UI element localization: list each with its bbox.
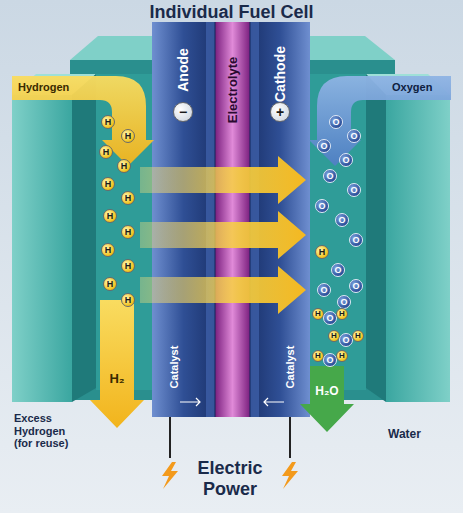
hydrogen-atom: H xyxy=(103,209,117,223)
anode-label: Anode xyxy=(175,48,191,92)
atom-letter: H xyxy=(125,194,132,203)
oxygen-atom: O xyxy=(317,283,331,297)
atom-letter: O xyxy=(352,282,359,291)
atom-letter: O xyxy=(318,202,325,211)
water-oxygen: O xyxy=(339,333,353,347)
electrolyte-label: Electrolyte xyxy=(225,57,240,123)
oxygen-atom: O xyxy=(331,263,345,277)
water-hydrogen: H xyxy=(352,330,364,342)
water-hydrogen: H xyxy=(336,308,348,320)
atom-letter: O xyxy=(320,142,327,151)
atom-letter: O xyxy=(350,186,357,195)
atom-letter: O xyxy=(334,266,341,275)
water-outlet-label: H₂O xyxy=(310,385,344,399)
atom-letter: O xyxy=(326,356,333,365)
atom-letter: O xyxy=(350,132,357,141)
oxygen-atom: O xyxy=(335,213,349,227)
terminal-sign: + xyxy=(270,102,290,122)
oxygen-atom: O xyxy=(339,153,353,167)
hydrogen-atom: H xyxy=(101,177,115,191)
hydrogen-atom: H xyxy=(121,293,135,307)
atom-letter: H xyxy=(105,180,112,189)
hydrogen-ion: H xyxy=(315,245,329,259)
atom-letter: H xyxy=(105,246,112,255)
hydrogen-atom: H xyxy=(99,145,113,159)
water-oxygen: O xyxy=(323,353,337,367)
water-label: Water xyxy=(388,428,421,442)
oxygen-atom: O xyxy=(315,199,329,213)
electrolyte-layer: Electrolyte xyxy=(215,22,250,417)
atom-letter: O xyxy=(326,314,333,323)
atom-letter: H xyxy=(339,310,345,318)
atom-letter: O xyxy=(326,172,333,181)
water-oxygen: O xyxy=(323,311,337,325)
hydrogen-outlet-label: H₂ xyxy=(100,372,134,387)
hydrogen-atom: H xyxy=(117,159,131,173)
atom-letter: O xyxy=(342,336,349,345)
diagram-title: Individual Fuel Cell xyxy=(0,2,463,23)
atom-letter: H xyxy=(125,296,132,305)
oxygen-atom: O xyxy=(329,115,343,129)
hydrogen-atom: H xyxy=(101,243,115,257)
catalyst-label: Catalyst xyxy=(284,346,296,389)
cathode-plate: CathodeCatalyst + xyxy=(250,22,310,417)
atom-letter: H xyxy=(103,148,110,157)
oxygen-atom: O xyxy=(349,233,363,247)
atom-letter: O xyxy=(340,298,347,307)
hydrogen-atom: H xyxy=(121,191,135,205)
atom-letter: H xyxy=(315,310,321,318)
cathode-label: Cathode xyxy=(272,46,288,102)
oxygen-atom: O xyxy=(347,129,361,143)
atom-letter: H xyxy=(319,248,326,257)
atom-letter: H xyxy=(331,332,337,340)
atom-letter: H xyxy=(121,162,128,171)
hydrogen-inlet-label: Hydrogen xyxy=(18,81,69,94)
catalyst-label: Catalyst xyxy=(168,346,180,389)
hydrogen-atom: H xyxy=(121,225,135,239)
hydrogen-atom: H xyxy=(121,129,135,143)
hydrogen-atom: H xyxy=(121,259,135,273)
oxygen-atom: O xyxy=(337,295,351,309)
atom-letter: O xyxy=(320,286,327,295)
atom-letter: H xyxy=(315,352,321,360)
oxygen-atom: O xyxy=(317,139,331,153)
hydrogen-atom: H xyxy=(103,277,117,291)
atom-letter: H xyxy=(107,212,114,221)
polarity-sign: + xyxy=(276,105,284,119)
atom-letter: H xyxy=(125,228,132,237)
atom-letter: H xyxy=(107,280,114,289)
oxygen-atom: O xyxy=(347,183,361,197)
atom-letter: H xyxy=(105,118,112,127)
water-hydrogen: H xyxy=(336,350,348,362)
oxygen-inlet-label: Oxygen xyxy=(392,81,432,94)
excess-hydrogen-label: Excess Hydrogen (for reuse) xyxy=(14,412,86,450)
atom-letter: H xyxy=(339,352,345,360)
atom-letter: O xyxy=(342,156,349,165)
anode-plate: AnodeCatalyst − xyxy=(152,22,215,417)
atom-letter: O xyxy=(352,236,359,245)
hydrogen-atom: H xyxy=(101,115,115,129)
atom-letter: H xyxy=(355,332,361,340)
oxygen-atom: O xyxy=(323,169,337,183)
atom-letter: O xyxy=(332,118,339,127)
atom-letter: H xyxy=(125,132,132,141)
terminal-sign: − xyxy=(173,102,193,122)
atom-letter: H xyxy=(125,262,132,271)
oxygen-atom: O xyxy=(349,279,363,293)
atom-letter: O xyxy=(338,216,345,225)
electric-power-label: Electric Power xyxy=(182,458,278,499)
polarity-sign: − xyxy=(179,105,187,119)
